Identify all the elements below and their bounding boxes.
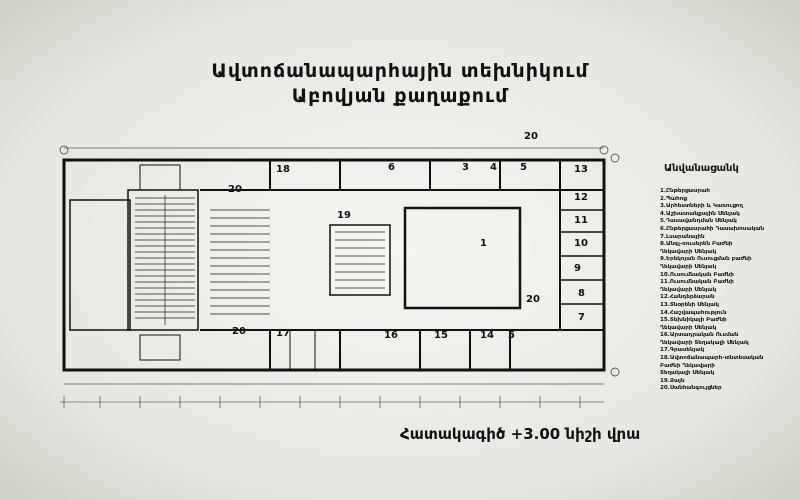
legend-item: 13.Տնօրենի Սենյակ	[660, 301, 720, 308]
legend-item: 11.Ուսումնական Բաժնի Ղեկավարի Սենյակ	[660, 279, 734, 293]
legend-item: 17.Գրասենյակ	[660, 347, 705, 354]
room-label: 10	[574, 238, 588, 249]
legend-title: Անվանացանկ	[664, 163, 739, 174]
room-label: 19	[337, 210, 351, 221]
room-label: 6	[388, 162, 395, 173]
legend-item: 8.Անգլ-ռուսերեն Բաժնի Ղեկավարի Սենյակ	[660, 241, 733, 255]
room-label: 17	[276, 328, 290, 339]
room-label: 4	[490, 162, 497, 173]
room-label: 9	[574, 263, 581, 274]
room-label: 14	[480, 330, 494, 341]
legend-item: 18.Ավտոճանապարհ-տնտեսական Բաժնի Ղեկավարի…	[660, 355, 764, 377]
room-label: 20	[228, 184, 242, 195]
room-label: 5	[508, 330, 515, 341]
room-label: 15	[434, 330, 448, 341]
legend-item: 9.Երեկոյան Ուսուցման բաժնի Ղեկավարի Սենյ…	[660, 256, 752, 270]
room-label: 12	[574, 192, 588, 203]
legend-item: 15.Տեխնիկայի Բաժնի Ղեկավարի Սենյակ	[660, 317, 727, 331]
legend-list: 1.Ընթերցասրահ 2.Պահոց 3.Արհեստների և Կառ…	[660, 188, 800, 393]
room-label: 8	[578, 288, 585, 299]
room-label: 16	[384, 330, 398, 341]
legend-item: 1.Ընթերցասրահ	[660, 188, 710, 194]
legend-item: 4.Աշխատանքային Սենյակ	[660, 210, 740, 217]
legend-item: 14.Հաշվապահություն	[660, 309, 727, 316]
legend-item: 7.Լսարանային	[660, 233, 705, 240]
legend-item: 19.Ձայն	[660, 377, 685, 384]
legend-item: 3.Արհեստների և Կառուցող	[660, 203, 743, 210]
legend-item: 5.Դասավանդման Սենյակ	[660, 218, 737, 225]
room-label: 20	[526, 294, 540, 305]
room-label: 18	[276, 164, 290, 175]
room-label: 3	[462, 162, 469, 173]
legend-item: 2.Պահոց	[660, 195, 687, 202]
room-label: 20	[232, 326, 246, 337]
legend-item: 16.Արտադրական Ուսման Ղեկավարի Տեղակալի Ս…	[660, 332, 749, 346]
legend-item: 20.Սանհանգույցներ	[660, 385, 722, 392]
legend-item: 12.Հանդերձարան	[660, 294, 715, 301]
room-label: 5	[520, 162, 527, 173]
room-label: 20	[524, 131, 538, 142]
legend-item: 6.Ընթերցասրահի Դասախոսական	[660, 225, 765, 232]
plan-caption: Հատակագիծ +3.00 նիշի վրա	[400, 425, 641, 443]
room-label: 7	[578, 312, 585, 323]
room-label: 13	[574, 164, 588, 175]
room-label: 11	[574, 215, 588, 226]
drawing-title-line1: Ավտոճանապարհային տեխնիկում	[211, 60, 589, 82]
drawing-title-line2: Աբովյան քաղաքում	[291, 85, 509, 107]
room-label: 1	[480, 238, 487, 249]
legend: Անվանացանկ 1.Ընթերցասրահ 2.Պահոց 3.Արհես…	[660, 163, 800, 393]
legend-item: 10.Ուսումնական Բաժնի	[660, 271, 734, 278]
